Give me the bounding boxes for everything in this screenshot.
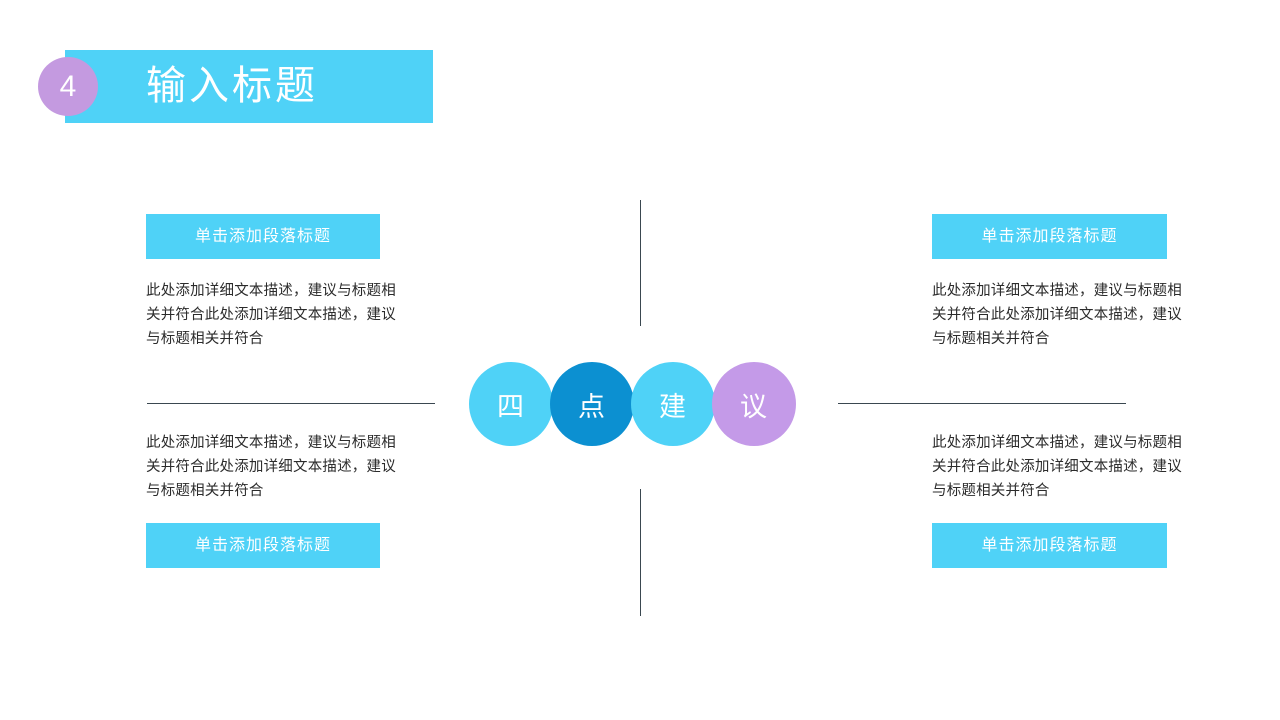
paragraph-text-bottom-right[interactable]: 此处添加详细文本描述，建议与标题相关并符合此处添加详细文本描述，建议与标题相关并… <box>932 435 1182 499</box>
paragraph-title-top-right[interactable]: 单击添加段落标题 <box>932 214 1167 259</box>
page-title: 输入标题 <box>146 64 318 108</box>
section-number-badge: 4 <box>38 57 98 116</box>
paragraph-text-top-right[interactable]: 此处添加详细文本描述，建议与标题相关并符合此处添加详细文本描述，建议与标题相关并… <box>932 283 1182 347</box>
paragraph-text-bottom-left[interactable]: 此处添加详细文本描述，建议与标题相关并符合此处添加详细文本描述，建议与标题相关并… <box>146 435 396 499</box>
content-block-top-right: 单击添加段落标题 此处添加详细文本描述，建议与标题相关并符合此处添加详细文本描述… <box>932 214 1182 351</box>
center-circle-3[interactable]: 建 <box>631 362 715 446</box>
divider-vertical-top <box>640 200 641 326</box>
content-block-bottom-left: 此处添加详细文本描述，建议与标题相关并符合此处添加详细文本描述，建议与标题相关并… <box>146 431 396 568</box>
divider-vertical-bottom <box>640 489 641 616</box>
paragraph-text-top-left[interactable]: 此处添加详细文本描述，建议与标题相关并符合此处添加详细文本描述，建议与标题相关并… <box>146 283 396 347</box>
content-block-bottom-right: 此处添加详细文本描述，建议与标题相关并符合此处添加详细文本描述，建议与标题相关并… <box>932 431 1182 568</box>
paragraph-title-top-left[interactable]: 单击添加段落标题 <box>146 214 380 259</box>
content-block-top-left: 单击添加段落标题 此处添加详细文本描述，建议与标题相关并符合此处添加详细文本描述… <box>146 214 396 351</box>
center-circle-cluster: 四 点 建 议 <box>469 362 797 446</box>
center-circle-4[interactable]: 议 <box>712 362 796 446</box>
paragraph-title-bottom-right[interactable]: 单击添加段落标题 <box>932 523 1167 568</box>
center-circle-2[interactable]: 点 <box>550 362 634 446</box>
divider-horizontal-left <box>147 403 435 404</box>
header-bar <box>65 50 433 123</box>
divider-horizontal-right <box>838 403 1126 404</box>
center-circle-1[interactable]: 四 <box>469 362 553 446</box>
paragraph-title-bottom-left[interactable]: 单击添加段落标题 <box>146 523 380 568</box>
